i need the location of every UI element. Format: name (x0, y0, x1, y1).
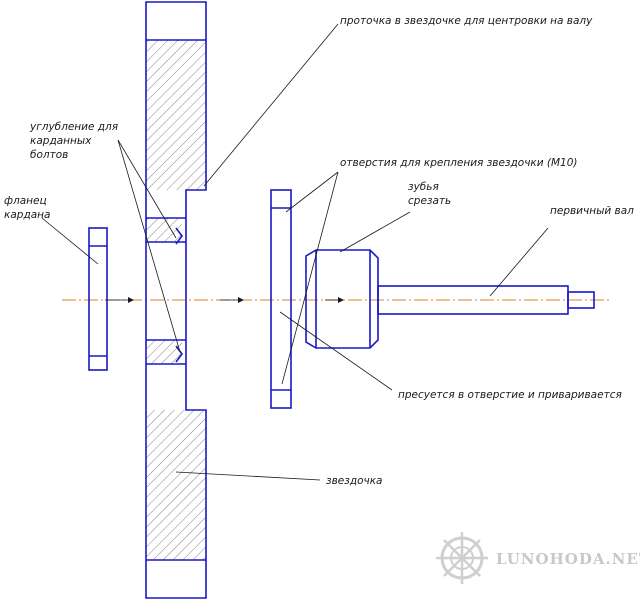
label-teeth-line1: зубья (408, 181, 439, 193)
watermark-text: LUNOHODA.NET (496, 550, 640, 568)
ship-wheel-logo (436, 532, 488, 584)
label-recess-line3: болтов (30, 149, 68, 161)
label-shaft: первичный вал (550, 205, 634, 217)
leader-lines (41, 23, 549, 481)
sprocket-section (145, 1, 207, 599)
label-flange-line1: фланец (4, 195, 47, 207)
label-sprocket: звездочка (326, 475, 382, 487)
cardan-flange (88, 227, 108, 371)
label-groove: проточка в звездочке для центровки на ва… (340, 15, 593, 27)
mounting-plate (270, 189, 292, 409)
label-recess-line1: углубление для (29, 121, 118, 133)
label-press: пресуется в отверстие и приваривается (398, 389, 622, 401)
shaft-hub (305, 249, 379, 349)
label-flange-line2: кардана (4, 209, 50, 221)
label-recess-line2: карданных (30, 135, 92, 147)
label-teeth-line2: срезать (408, 195, 451, 207)
axis-arrows (105, 297, 344, 303)
label-holes: отверстия для крепления звездочки (М10) (340, 157, 578, 169)
primary-shaft (377, 285, 595, 315)
watermark: LUNOHODA.NET (436, 532, 640, 584)
